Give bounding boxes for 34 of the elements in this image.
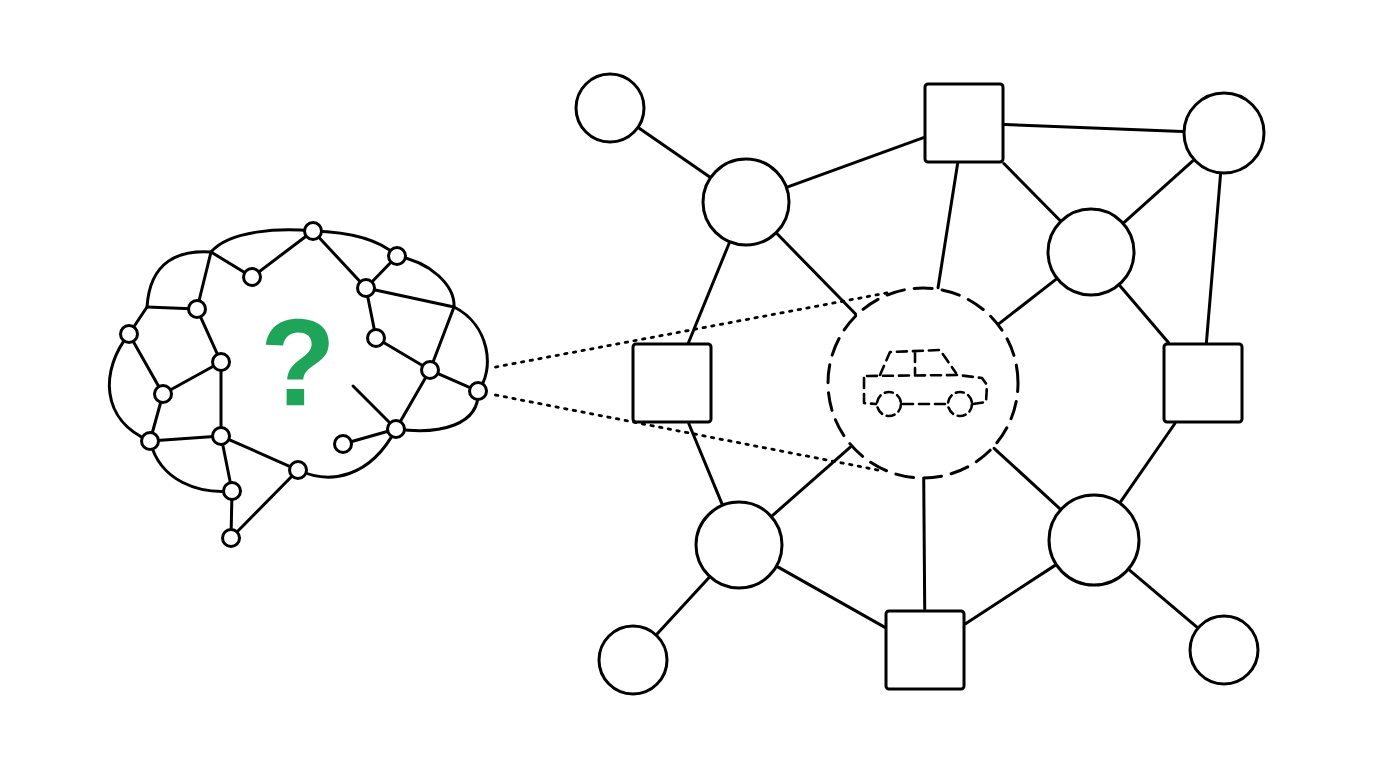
question-mark: ? — [265, 318, 329, 406]
connector-line — [637, 126, 711, 179]
dashed-circle — [826, 286, 1020, 480]
circle-node — [1188, 614, 1260, 686]
circle-node — [694, 500, 784, 590]
circle-node — [1182, 91, 1266, 175]
circle-node — [1047, 493, 1141, 587]
square-node — [1162, 342, 1244, 424]
connector-line — [964, 563, 1057, 626]
connector-line — [922, 478, 927, 611]
circle-node — [1046, 207, 1136, 297]
connector-line — [1119, 422, 1177, 504]
connector-line — [1003, 123, 1185, 133]
connector-line — [997, 277, 1058, 326]
circle-node — [574, 72, 646, 144]
connector-line — [770, 445, 853, 518]
connector-line — [687, 241, 731, 344]
connector-line — [1122, 159, 1195, 224]
square-node — [923, 82, 1005, 164]
circle-node — [701, 157, 791, 247]
connector-line — [992, 446, 1062, 511]
connector-line — [936, 162, 960, 290]
connector-line — [776, 565, 886, 629]
connector-line — [655, 576, 711, 636]
connector-line — [1128, 568, 1199, 629]
circle-node — [597, 624, 669, 696]
connector-line — [786, 136, 925, 189]
connector-line — [1204, 172, 1223, 344]
square-node — [631, 342, 713, 424]
connector-line — [687, 422, 724, 506]
square-node — [884, 609, 966, 691]
connector-line — [1002, 162, 1062, 222]
connector-line — [1118, 284, 1170, 344]
connector-line — [775, 232, 858, 316]
